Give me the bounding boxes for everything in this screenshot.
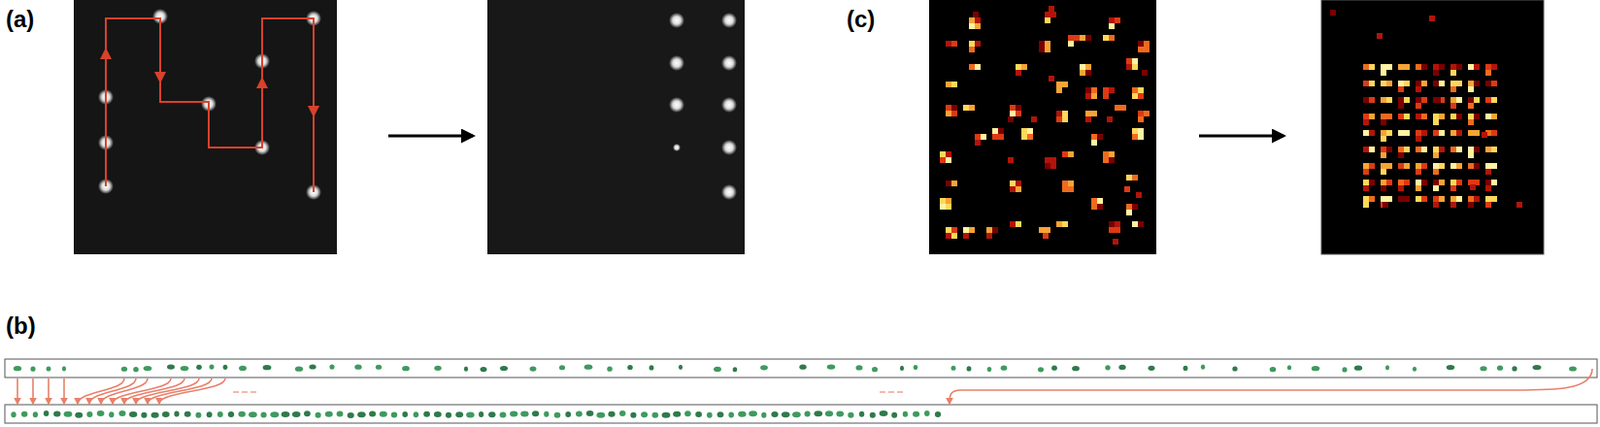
panel-label: (b) xyxy=(5,314,36,338)
panel-label: (a) xyxy=(5,7,34,32)
atom-image xyxy=(487,0,745,255)
strip-atoms xyxy=(13,364,1577,372)
heatmap-pixels xyxy=(1330,9,1523,208)
strip-atoms xyxy=(10,410,941,419)
path-arrows xyxy=(105,53,314,112)
ellipsis-dashes xyxy=(233,391,903,394)
atom-image xyxy=(73,0,337,255)
heatmap-image xyxy=(1321,0,1544,255)
atom-strip xyxy=(4,359,1598,378)
panel-label: (c) xyxy=(846,7,875,32)
heatmap-pixels xyxy=(939,5,1150,245)
transform-arrow xyxy=(388,134,473,138)
transform-arrow xyxy=(1199,134,1284,138)
move-arrows xyxy=(17,368,1593,404)
move-path xyxy=(105,18,314,193)
heatmap-image xyxy=(929,0,1157,255)
atom-strip xyxy=(4,404,1598,424)
atom-dots xyxy=(98,8,737,200)
